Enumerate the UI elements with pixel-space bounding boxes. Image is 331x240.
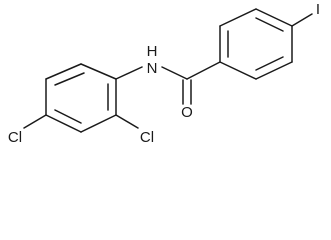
- bond-carbonyl-ring: [186, 61, 221, 80]
- iodophenyl-ring: [219, 8, 293, 80]
- bond: [219, 61, 257, 80]
- atom-label-i: I: [316, 1, 320, 18]
- bond-to-cl-para: [23, 114, 47, 129]
- atom-label-n: N: [147, 60, 158, 77]
- bond: [80, 114, 117, 133]
- bond: [219, 8, 257, 27]
- atom-label-o: O: [181, 104, 193, 121]
- atom-label-h: H: [147, 43, 158, 60]
- bond: [80, 63, 117, 80]
- atom-label-cl-ortho: Cl: [140, 129, 154, 146]
- bond: [54, 72, 85, 86]
- bond-n-carbonyl: [161, 66, 188, 80]
- atom-label-cl-para: Cl: [8, 129, 22, 146]
- bond-ring-n: [115, 66, 143, 80]
- dichlorophenyl-ring: [45, 63, 117, 133]
- bond: [54, 109, 82, 124]
- bond: [255, 17, 284, 32]
- bond: [45, 63, 82, 80]
- bond-to-iodine: [291, 13, 313, 27]
- bond: [45, 114, 82, 133]
- bond-to-cl-ortho: [115, 114, 139, 129]
- structure-diagram: H N O I Cl Cl: [8, 1, 320, 146]
- bond: [255, 56, 284, 71]
- bond: [255, 8, 293, 27]
- bond: [255, 61, 293, 80]
